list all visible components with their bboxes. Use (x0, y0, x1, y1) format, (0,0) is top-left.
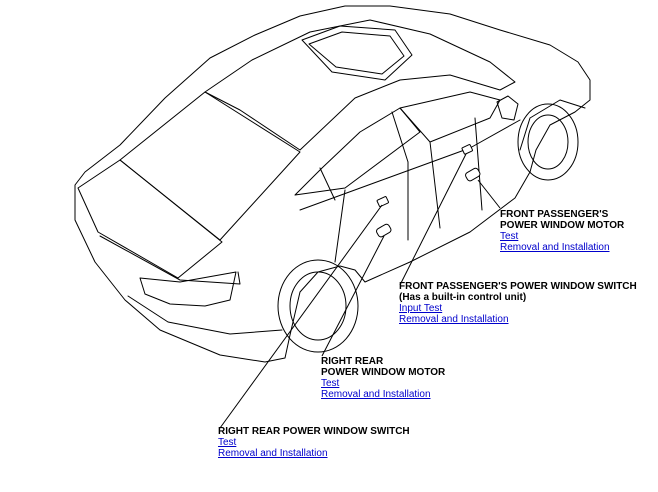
callout-title: POWER WINDOW MOTOR (500, 220, 625, 231)
car-rear-wheel (277, 259, 359, 353)
front-motor-marker (465, 167, 481, 182)
callout-title: RIGHT REAR (321, 356, 384, 367)
car-roof (204, 19, 516, 151)
test-link[interactable]: Test (500, 231, 519, 242)
callout-rear-switch: RIGHT REAR POWER WINDOW SWITCH Test Remo… (218, 426, 410, 459)
front-switch-leader (399, 153, 467, 286)
rear-switch-marker (376, 196, 389, 208)
callout-front-motor: FRONT PASSENGER'S POWER WINDOW MOTOR Tes… (500, 209, 624, 253)
car-front-side-window (399, 91, 501, 143)
callout-subtitle: (Has a built-in control unit) (399, 292, 527, 303)
car-sunroof (301, 25, 413, 81)
car-front-wheel (517, 103, 579, 181)
car-rear-side-window (294, 107, 421, 196)
rear-motor-marker (376, 223, 392, 238)
car-door-lines (334, 117, 483, 263)
test-link[interactable]: Test (321, 378, 340, 389)
car-side-mirror (496, 95, 519, 121)
car-trunk (77, 159, 223, 279)
test-link[interactable]: Test (218, 437, 237, 448)
callout-title: POWER WINDOW MOTOR (321, 367, 446, 378)
rear-switch-leader (219, 204, 383, 429)
component-markers (376, 144, 481, 238)
callout-rear-motor: RIGHT REAR POWER WINDOW MOTOR Test Remov… (321, 356, 445, 400)
car-rear-window (119, 91, 301, 241)
removal-installation-link[interactable]: Removal and Installation (500, 242, 610, 253)
removal-installation-link[interactable]: Removal and Installation (399, 314, 509, 325)
callout-title: RIGHT REAR POWER WINDOW SWITCH (218, 426, 410, 437)
input-test-link[interactable]: Input Test (399, 303, 443, 314)
removal-installation-link[interactable]: Removal and Installation (321, 389, 431, 400)
callout-front-switch: FRONT PASSENGER'S POWER WINDOW SWITCH (H… (399, 281, 637, 325)
car-tail-light (139, 271, 237, 307)
front-motor-leader (477, 179, 501, 209)
car-body-outline (74, 5, 591, 363)
removal-installation-link[interactable]: Removal and Installation (218, 448, 328, 459)
front-switch-marker (461, 144, 473, 155)
callout-title: FRONT PASSENGER'S (500, 209, 609, 220)
rear-motor-leader (321, 235, 385, 357)
callout-title: FRONT PASSENGER'S POWER WINDOW SWITCH (399, 281, 637, 292)
